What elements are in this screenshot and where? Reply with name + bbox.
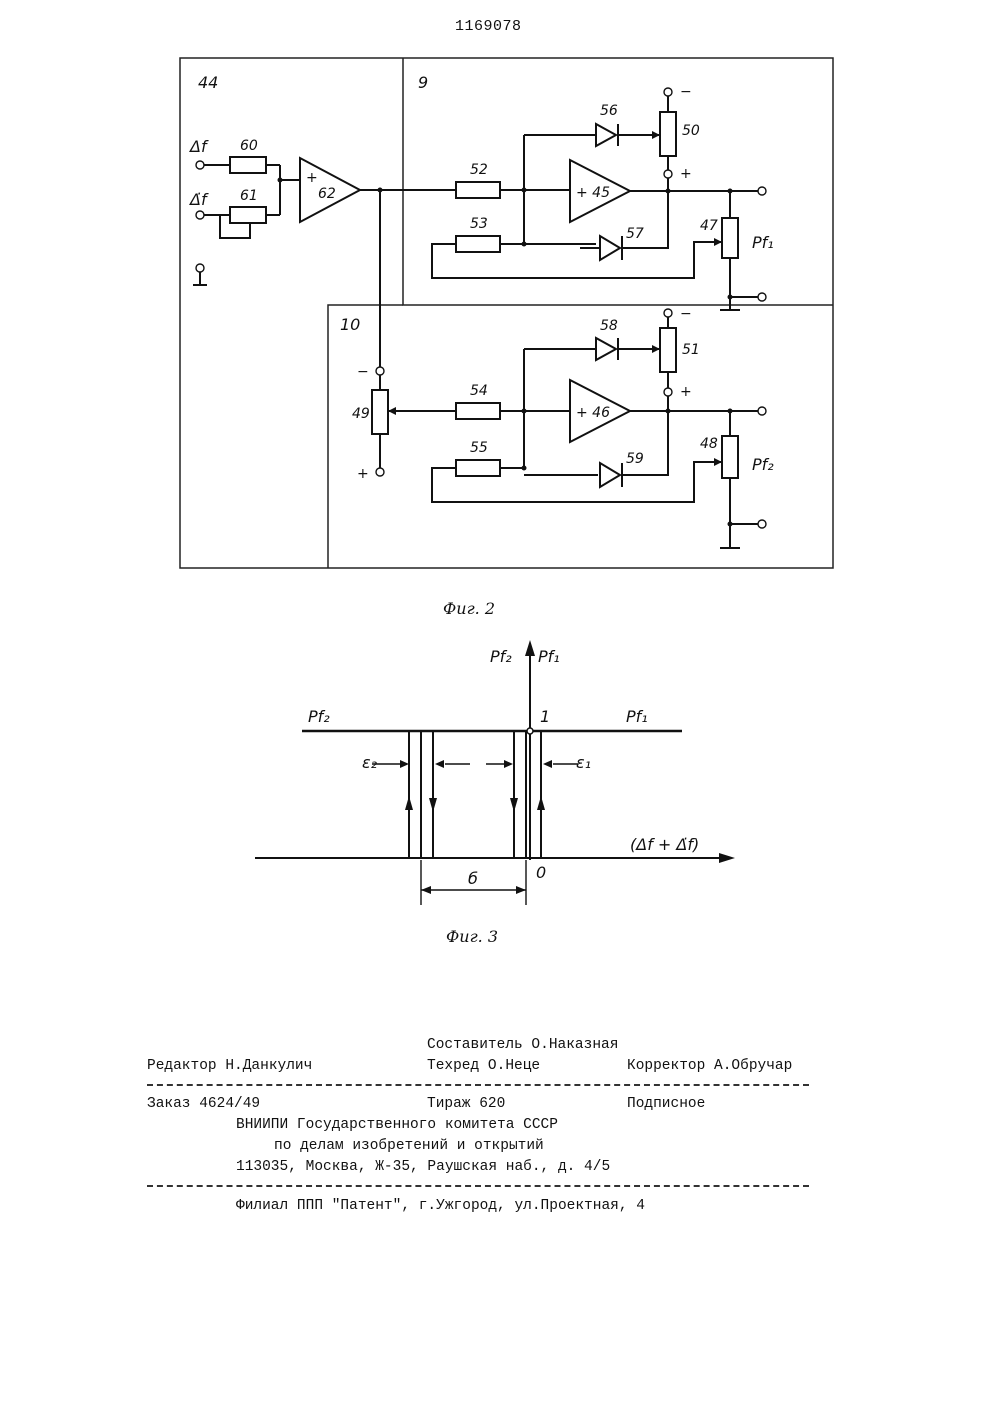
input-delta-f-label: Δf — [188, 137, 209, 156]
y-axis-arrow-icon — [525, 640, 535, 656]
loop-arrow-down-icon — [510, 798, 518, 812]
output-terminal-45 — [758, 187, 766, 195]
pot-50-minus: − — [680, 84, 692, 100]
y-axis-label-pf2: Pf₂ — [490, 647, 512, 666]
figure-drawings: 44 9 10 Δf Δ̇f 60 61 + 62 52 — [0, 0, 1000, 1000]
level-label-pf2: Pf₂ — [308, 707, 330, 726]
loop-arrow-up-icon — [405, 796, 413, 810]
loop-arrow-down-icon — [429, 798, 437, 812]
terminal-48-ground — [758, 520, 766, 528]
resistor-55-label: 55 — [470, 440, 488, 456]
org-line-2: по делам изобретений и открытий — [274, 1138, 544, 1154]
resistor-61-label: 61 — [240, 188, 258, 204]
terminal-delta-f — [196, 161, 204, 169]
terminal-50-plus — [664, 170, 672, 178]
fig2-circuit-diagram: 44 9 10 Δf Δ̇f 60 61 + 62 52 — [180, 58, 833, 568]
diode-58 — [596, 338, 616, 360]
pot-50-plus: + — [680, 166, 692, 182]
diode-56 — [596, 124, 616, 146]
diode-58-label: 58 — [600, 318, 618, 334]
terminal-49-plus — [376, 468, 384, 476]
width-label: б — [468, 869, 478, 888]
y-axis-label-pf1: Pf₁ — [538, 647, 560, 666]
compiler: Составитель О.Наказная — [427, 1037, 618, 1053]
pot-51-minus: − — [680, 306, 692, 322]
block-9-label: 9 — [418, 73, 428, 92]
diode-57-label: 57 — [626, 226, 644, 242]
diode-56-label: 56 — [600, 103, 618, 119]
x-axis-arrow-icon — [719, 853, 735, 863]
divider — [147, 1084, 809, 1086]
origin-label: 0 — [536, 863, 546, 882]
level-label-one: 1 — [540, 707, 550, 726]
eps2-label: ε₂ — [362, 753, 378, 772]
corrector: Корректор А.Обручар — [627, 1058, 792, 1074]
resistor-53-label: 53 — [470, 216, 488, 232]
loop-arrow-up-icon — [537, 796, 545, 810]
potentiometer-50 — [660, 112, 676, 156]
output-pf2-label: Pf₂ — [752, 455, 774, 474]
diode-57 — [600, 236, 620, 260]
potentiometer-48 — [722, 436, 738, 478]
output-pf1-label: Pf₁ — [752, 233, 774, 252]
org-address: 113035, Москва, Ж-35, Раушская наб., д. … — [236, 1159, 610, 1175]
level-label-pf1: Pf₁ — [626, 707, 648, 726]
potentiometer-47 — [722, 218, 738, 258]
order-number: Заказ 4624/49 — [147, 1096, 260, 1112]
terminal-51-plus — [664, 388, 672, 396]
amplifier-45-label: + 45 — [576, 185, 610, 201]
resistor-55 — [456, 460, 500, 476]
amplifier-46-label: + 46 — [576, 405, 610, 421]
fig3-caption: Фиг. 3 — [446, 927, 498, 946]
amplifier-62-label: 62 — [318, 186, 336, 202]
subscription: Подписное — [627, 1096, 705, 1112]
divider — [147, 1185, 809, 1187]
diode-59-label: 59 — [626, 451, 644, 467]
resistor-53 — [456, 236, 500, 252]
editor: Редактор Н.Данкулич — [147, 1058, 312, 1074]
block-10-label: 10 — [340, 315, 360, 334]
techred: Техред О.Неце — [427, 1058, 540, 1074]
pot-49-plus: + — [357, 466, 369, 482]
terminal-47-ground — [758, 293, 766, 301]
resistor-54 — [456, 403, 500, 419]
terminal-49-minus — [376, 367, 384, 375]
frame-block-44 — [180, 58, 833, 568]
org-line-1: ВНИИПИ Государственного комитета СССР — [236, 1117, 558, 1133]
x-axis-label: (Δf + Δ̇f) — [630, 835, 699, 854]
pot-47-label: 47 — [700, 218, 718, 234]
terminal-51-minus — [664, 309, 672, 317]
terminal-50-minus — [664, 88, 672, 96]
frame-block-10 — [328, 305, 403, 568]
resistor-60-label: 60 — [240, 138, 258, 154]
pot-51-plus: + — [680, 384, 692, 400]
resistor-54-label: 54 — [470, 383, 488, 399]
pot-49-minus: − — [357, 364, 369, 380]
input-delta-f-dot-label: Δ̇f — [188, 190, 209, 209]
pot-48-label: 48 — [700, 436, 718, 452]
pot-49-label: 49 — [352, 406, 370, 422]
resistor-61 — [230, 207, 266, 223]
circulation: Тираж 620 — [427, 1096, 505, 1112]
resistor-52 — [456, 182, 500, 198]
diode-59 — [600, 463, 620, 487]
terminal-ground — [196, 264, 204, 272]
resistor-60 — [230, 157, 266, 173]
output-terminal-46 — [758, 407, 766, 415]
pot-50-label: 50 — [682, 123, 700, 139]
fig3-hysteresis-diagram: Pf₂ Pf₁ (Δf + Δ̇f) 0 Pf₂ Pf₁ 1 ε₂ ε₁ — [255, 640, 735, 905]
potentiometer-49 — [372, 390, 388, 434]
amplifier-62-plus: + — [306, 170, 318, 186]
resistor-52-label: 52 — [470, 162, 488, 178]
eps1-label: ε₁ — [576, 753, 591, 772]
terminal-delta-f-dot — [196, 211, 204, 219]
branch-address: Филиал ППП "Патент", г.Ужгород, ул.Проек… — [236, 1198, 645, 1214]
block-44-label: 44 — [198, 73, 218, 92]
fig2-caption: Фиг. 2 — [443, 599, 495, 618]
potentiometer-51 — [660, 328, 676, 372]
pot-51-label: 51 — [682, 342, 700, 358]
